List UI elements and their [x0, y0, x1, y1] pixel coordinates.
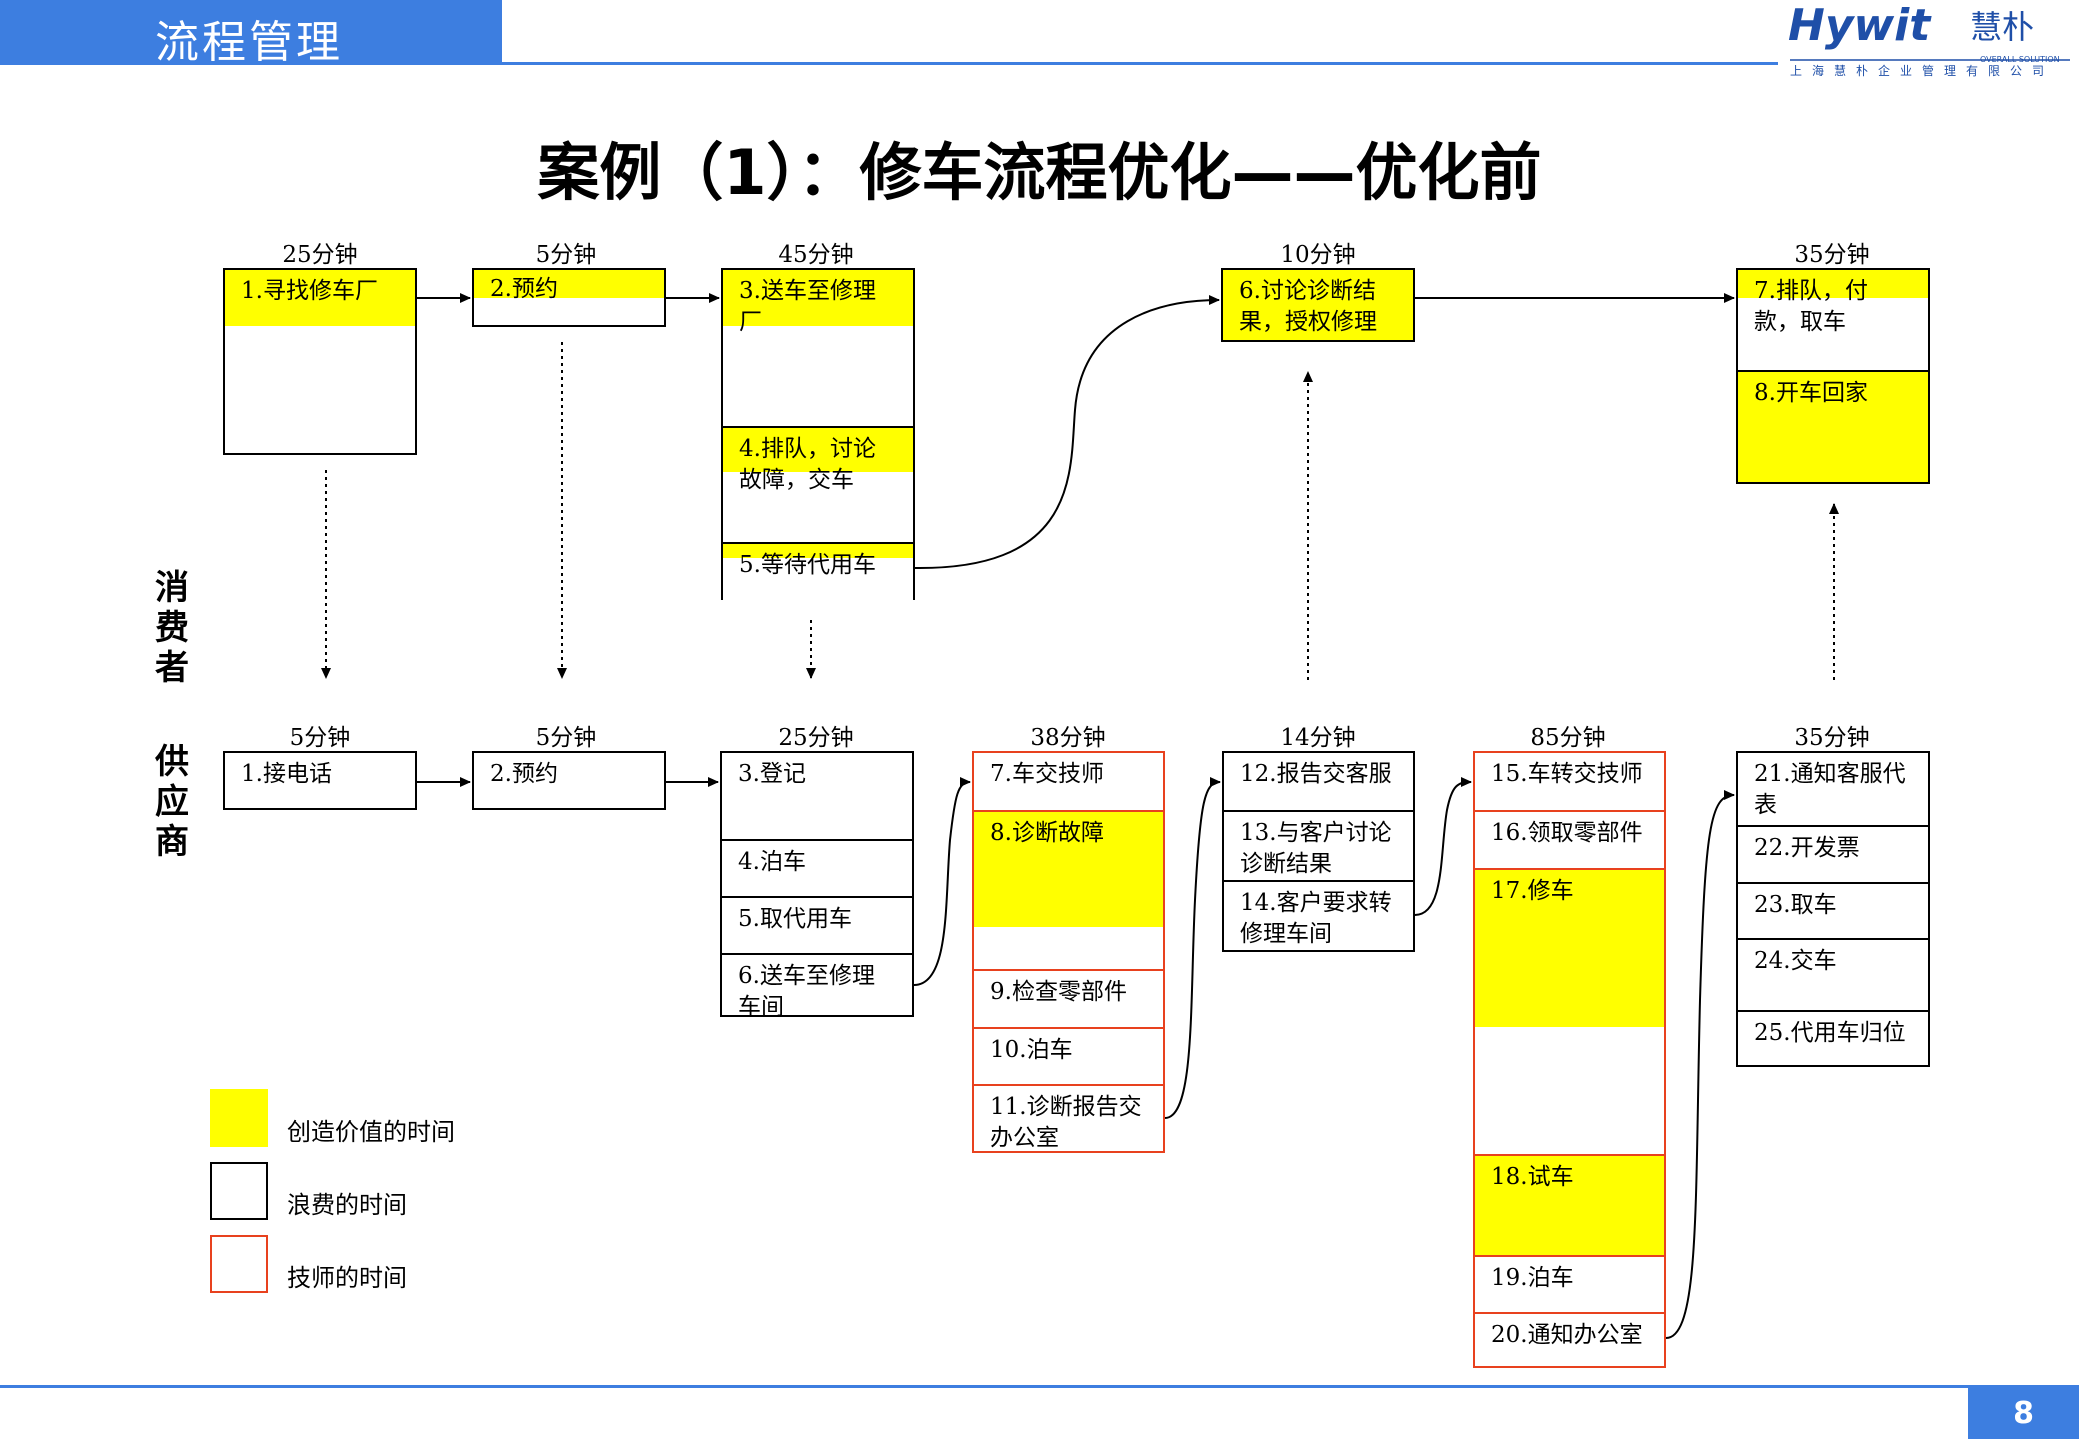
header-bar	[0, 0, 502, 64]
lane-label-supplier: 供应商	[155, 742, 189, 862]
page-number: 8	[1968, 1385, 2079, 1439]
consumer-step-box: 3.送车至修理厂 4.排队，讨论故障，交车 5.等待代用车	[721, 268, 915, 600]
logo-company: 上海慧朴企业管理有限公司	[1790, 63, 2054, 78]
header-divider	[0, 62, 1778, 65]
supplier-step-17: 17.修车	[1475, 868, 1664, 1154]
legend-swatch-value	[210, 1089, 268, 1147]
consumer-step-3: 3.送车至修理厂	[723, 270, 913, 335]
consumer-step-box: 6.讨论诊断结果，授权修理	[1221, 268, 1415, 342]
supplier-step-12: 12.报告交客服	[1240, 761, 1392, 787]
supplier-step-6: 6.送车至修理车间	[722, 953, 912, 1020]
consumer-step-box: 1.寻找修车厂	[223, 268, 417, 455]
consumer-duration: 10分钟	[1280, 242, 1356, 268]
page-title: 案例（1）：修车流程优化——优化前	[537, 136, 1542, 209]
consumer-step-2: 2.预约	[474, 270, 664, 302]
consumer-step-5: 5.等待代用车	[723, 542, 913, 600]
arrow-c5-c6	[914, 295, 1220, 570]
consumer-duration: 35分钟	[1794, 242, 1870, 268]
consumer-step-box: 2.预约	[472, 268, 666, 327]
consumer-duration: 5分钟	[535, 242, 597, 268]
supplier-step-24: 24.交车	[1738, 938, 1928, 1010]
supplier-step-11: 11.诊断报告交办公室	[974, 1084, 1163, 1151]
arrow-s14-s15	[1414, 777, 1472, 916]
supplier-duration: 14分钟	[1280, 725, 1356, 751]
consumer-duration: 25分钟	[282, 242, 358, 268]
supplier-duration: 25分钟	[778, 725, 854, 751]
arrow-s20-s21	[1665, 790, 1735, 1339]
supplier-step-14: 14.客户要求转修理车间	[1224, 880, 1413, 950]
supplier-step-20: 20.通知办公室	[1475, 1312, 1664, 1366]
lane-label-consumer: 消费者	[155, 568, 189, 688]
supplier-duration: 35分钟	[1794, 725, 1870, 751]
arrow-s11-s12	[1164, 777, 1221, 1119]
supplier-duration: 5分钟	[289, 725, 351, 751]
company-logo: Hywit 慧朴 OVERALL SOLUTION 上海慧朴企业管理有限公司	[1788, 0, 2070, 78]
consumer-step-8: 8.开车回家	[1738, 370, 1928, 482]
supplier-step-5: 5.取代用车	[722, 896, 912, 953]
logo-tagline: OVERALL SOLUTION	[1980, 55, 2060, 64]
supplier-step-box: 2.预约	[472, 751, 666, 810]
supplier-step-box: 1.接电话	[223, 751, 417, 810]
supplier-step-25: 25.代用车归位	[1738, 1010, 1928, 1065]
supplier-step-2: 2.预约	[490, 761, 558, 787]
supplier-duration: 85分钟	[1530, 725, 1606, 751]
supplier-step-23: 23.取车	[1738, 882, 1928, 938]
supplier-step-4: 4.泊车	[722, 839, 912, 896]
logo-brand: Hywit	[1788, 0, 1932, 51]
supplier-step-19: 19.泊车	[1475, 1255, 1664, 1312]
supplier-step-22: 22.开发票	[1738, 825, 1928, 882]
supplier-step-3: 3.登记	[738, 761, 806, 787]
logo-brand-cn: 慧朴	[1970, 8, 2034, 46]
supplier-step-16: 16.领取零部件	[1475, 810, 1664, 868]
legend-swatch-waste	[210, 1162, 268, 1220]
supplier-step-7: 7.车交技师	[990, 761, 1104, 787]
supplier-step-15: 15.车转交技师	[1491, 761, 1643, 787]
supplier-step-13: 13.与客户讨论诊断结果	[1224, 810, 1413, 880]
supplier-step-21: 21.通知客服代表	[1754, 761, 1906, 818]
legend-label-value: 创造价值的时间	[287, 1118, 455, 1146]
supplier-step-1: 1.接电话	[241, 761, 332, 787]
supplier-step-box: 21.通知客服代表 22.开发票 23.取车 24.交车 25.代用车归位	[1736, 751, 1930, 1067]
supplier-step-box: 3.登记 4.泊车 5.取代用车 6.送车至修理车间	[720, 751, 914, 1020]
consumer-step-6: 6.讨论诊断结果，授权修理	[1223, 270, 1413, 340]
supplier-step-box-tech: 7.车交技师 8.诊断故障 9.检查零部件 10.泊车 11.诊断报告交办公室	[972, 751, 1165, 1153]
legend-label-waste: 浪费的时间	[287, 1191, 407, 1219]
supplier-step-8: 8.诊断故障	[974, 810, 1163, 969]
consumer-step-box: 7.排队，付款，取车 8.开车回家	[1736, 268, 1930, 484]
legend-label-tech: 技师的时间	[287, 1264, 407, 1292]
supplier-duration: 5分钟	[535, 725, 597, 751]
supplier-step-box: 12.报告交客服 13.与客户讨论诊断结果 14.客户要求转修理车间	[1222, 751, 1415, 952]
supplier-step-18: 18.试车	[1475, 1154, 1664, 1255]
consumer-step-7: 7.排队，付款，取车	[1738, 270, 1928, 370]
consumer-step-4: 4.排队，讨论故障，交车	[723, 426, 913, 542]
section-title: 流程管理	[155, 17, 343, 68]
supplier-step-9: 9.检查零部件	[974, 969, 1163, 1027]
supplier-duration: 38分钟	[1030, 725, 1106, 751]
supplier-step-10: 10.泊车	[974, 1027, 1163, 1084]
arrow-s6-s7	[913, 777, 971, 986]
consumer-step-1: 1.寻找修车厂	[225, 270, 415, 326]
consumer-duration: 45分钟	[778, 242, 854, 268]
legend-swatch-tech	[210, 1235, 268, 1293]
supplier-step-box-tech: 15.车转交技师 16.领取零部件 17.修车 18.试车 19.泊车 20.通…	[1473, 751, 1666, 1368]
footer-divider	[0, 1385, 1968, 1388]
